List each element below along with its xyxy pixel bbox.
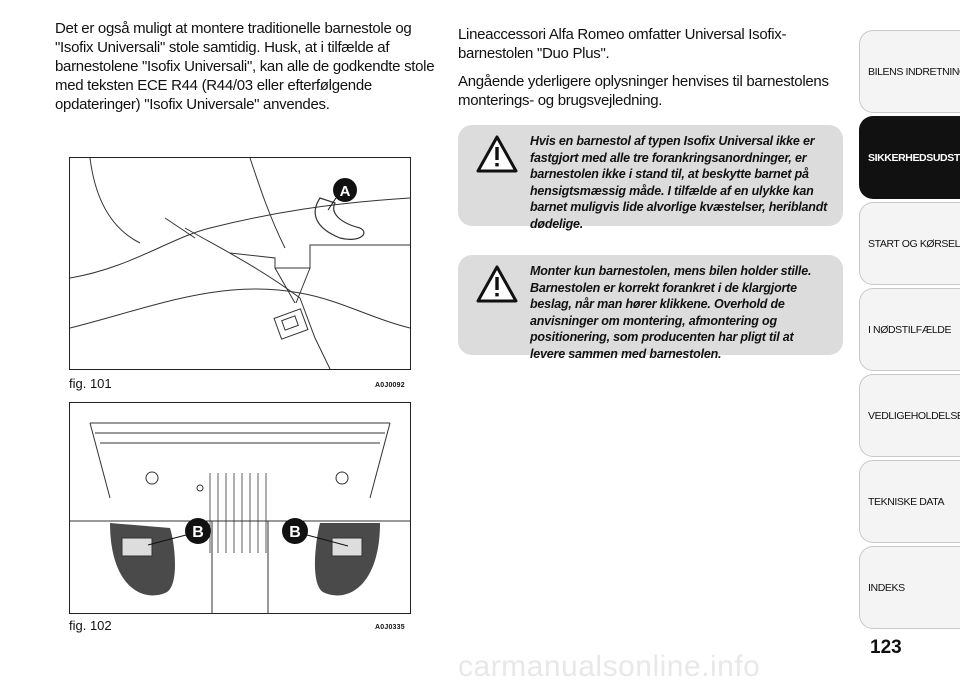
tab-start-og-korsel[interactable]: START OG KØRSEL [859, 202, 960, 285]
reference-paragraph: Angående yderligere oplysninger henvises… [458, 73, 829, 109]
warning-box-mount-stationary: Monter kun barnestolen, mens bilen holde… [458, 255, 843, 361]
tab-label: SIKKERHEDSUDSTYR [868, 151, 960, 164]
figure-101-illustration: A [69, 157, 411, 370]
isofix-anchors-drawing: B B [70, 422, 410, 613]
figure-102-caption: fig. 102 [69, 618, 112, 633]
label-b-right: B [289, 524, 301, 541]
page-number: 123 [870, 637, 902, 658]
figure-102-illustration: B B [69, 402, 411, 614]
tab-label: BILENS INDRETNING [868, 65, 960, 78]
warning-box-isofix-anchors: Hvis en barnestol af typen Isofix Univer… [458, 125, 843, 231]
tab-bilens-indretning[interactable]: BILENS INDRETNING [859, 30, 960, 113]
tab-vedligeholdelse[interactable]: VEDLIGEHOLDELSE [859, 374, 960, 457]
warning-text-mount-stationary: Monter kun barnestolen, mens bilen holde… [530, 264, 812, 361]
warning-text-isofix-anchors: Hvis en barnestol af typen Isofix Univer… [530, 134, 828, 231]
label-a: A [340, 183, 351, 200]
label-b-right-marker [282, 518, 308, 544]
warning-triangle-icon [476, 265, 518, 303]
tab-label: TEKNISKE DATA [868, 495, 945, 508]
tab-i-nodstilfaelde[interactable]: I NØDSTILFÆLDE [859, 288, 960, 371]
isofix-seat-drawing: A [70, 158, 410, 369]
intro-paragraph: Det er også muligt at montere traditione… [55, 20, 435, 113]
tab-label: VEDLIGEHOLDELSE [868, 409, 960, 422]
label-b-left-marker [185, 518, 211, 544]
tab-label: INDEKS [868, 581, 905, 594]
tab-label: START OG KØRSEL [868, 237, 960, 250]
tab-indeks[interactable]: INDEKS [859, 546, 960, 629]
figure-102-code: A0J0335 [375, 624, 405, 631]
watermark: carmanualsonline.info [458, 650, 761, 683]
tab-tekniske-data[interactable]: TEKNISKE DATA [859, 460, 960, 543]
label-a-marker [333, 178, 357, 202]
tab-label: I NØDSTILFÆLDE [868, 323, 952, 336]
warning-triangle-icon [476, 135, 518, 173]
accessory-paragraph: Lineaccessori Alfa Romeo omfatter Univer… [458, 26, 787, 62]
figure-101-caption: fig. 101 [69, 376, 112, 391]
figure-101-code: A0J0092 [375, 382, 405, 389]
tab-sikkerhedsudstyr[interactable]: SIKKERHEDSUDSTYR [859, 116, 960, 199]
label-b-left: B [192, 524, 204, 541]
